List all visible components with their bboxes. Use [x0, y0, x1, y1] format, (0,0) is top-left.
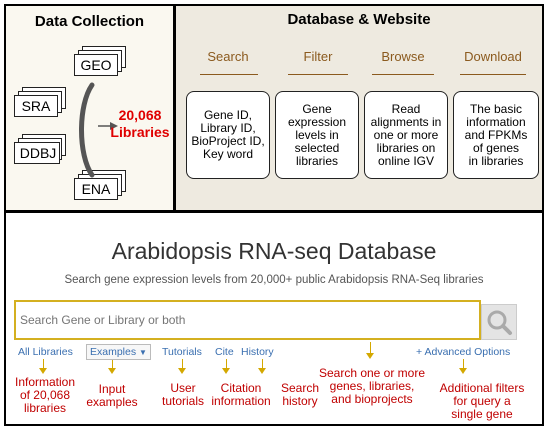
library-count-value: 20,068 — [118, 107, 162, 123]
feature-download-label: Download — [464, 49, 522, 64]
browse-desc-line: alignments in — [370, 114, 442, 129]
arrow-line — [262, 359, 263, 369]
panel-divider-horizontal — [4, 210, 544, 213]
feature-browse-box: Read alignments in one or more libraries… — [364, 91, 448, 179]
history-link[interactable]: History — [241, 346, 274, 358]
search-icon — [487, 310, 512, 335]
ena-label: ENA — [81, 181, 111, 197]
geo-label: GEO — [80, 57, 112, 73]
download-desc-line: information — [466, 114, 526, 129]
arrow-head-icon — [39, 368, 47, 374]
filter-desc-line: Gene — [302, 101, 332, 116]
arrow-line — [182, 359, 183, 369]
cite-link[interactable]: Cite — [215, 346, 234, 358]
examples-dropdown[interactable]: Examples ▼ — [86, 344, 151, 360]
panel-divider-vertical — [173, 4, 176, 212]
annotation-info-libraries: Information of 20,068 libraries — [6, 376, 84, 415]
ddbj-label: DDBJ — [19, 145, 57, 161]
arrow-line — [226, 359, 227, 369]
site-title: Arabidopsis RNA-seq Database — [111, 238, 437, 264]
annotation-line: Additional filters — [439, 381, 525, 395]
annotation-line: Search — [280, 381, 320, 395]
feature-search-label: Search — [207, 49, 249, 64]
annotation-line: of 20,068 — [19, 388, 71, 402]
database-website-title: Database & Website — [287, 11, 431, 28]
advanced-options-link[interactable]: + Advanced Options — [416, 346, 511, 358]
feature-search-box: Gene ID, Library ID, BioProject ID, Key … — [186, 91, 270, 179]
ddbj-doc: DDBJ — [14, 142, 60, 164]
feature-underline — [288, 74, 348, 75]
annotation-additional-filters: Additional filters for query a single ge… — [426, 382, 538, 421]
arrow-head-icon — [366, 353, 374, 359]
browse-desc-line: one or more — [373, 127, 439, 142]
data-collection-title: Data Collection — [34, 13, 145, 30]
feature-download-box: The basic information and FPKMs of genes… — [453, 91, 539, 179]
search-button[interactable] — [481, 304, 517, 340]
arrow-line — [43, 359, 44, 369]
feature-filter-box: Gene expression levels in selected libra… — [275, 91, 359, 179]
annotation-line: libraries — [23, 401, 66, 415]
arrow-line — [463, 359, 464, 369]
annotation-line: Search one or more — [318, 366, 426, 380]
annotation-line: information — [211, 394, 271, 408]
filter-desc-line: libraries — [295, 153, 338, 168]
search-desc-line: Key word — [202, 147, 253, 161]
annotation-search-more: Search one or more genes, libraries, and… — [316, 367, 428, 406]
browse-desc-line: libraries on — [376, 140, 436, 155]
annotation-line: and bioprojects — [331, 392, 413, 406]
annotation-line: tutorials — [161, 394, 205, 408]
feature-underline — [460, 74, 526, 75]
annotation-citation: Citation information — [205, 382, 277, 408]
annotation-line: User — [170, 381, 196, 395]
ena-doc: ENA — [74, 178, 118, 200]
download-desc-line: and FPKMs — [464, 127, 528, 142]
filter-desc-line: expression — [287, 114, 347, 129]
sra-label: SRA — [21, 98, 51, 114]
library-count: 20,068 Libraries — [110, 107, 170, 141]
chevron-down-icon: ▼ — [139, 348, 147, 357]
arrow-head-icon — [108, 368, 116, 374]
arrow-line — [112, 360, 113, 369]
annotation-line: Input — [98, 382, 126, 396]
download-desc-line: of genes — [472, 140, 520, 155]
site-subtitle: Search gene expression levels from 20,00… — [64, 274, 484, 286]
tutorials-link[interactable]: Tutorials — [162, 346, 202, 358]
library-count-unit: Libraries — [110, 124, 170, 140]
merge-bracket-icon — [79, 82, 118, 178]
sra-doc: SRA — [14, 95, 58, 117]
download-desc-line: in libraries — [468, 153, 524, 168]
annotation-line: Information — [14, 375, 76, 389]
annotation-search-history: Search history — [270, 382, 330, 408]
feature-browse-label: Browse — [381, 49, 425, 64]
download-desc-line: The basic — [469, 101, 522, 116]
search-desc-line: Gene ID, — [203, 108, 252, 122]
annotation-line: for query a — [453, 394, 511, 408]
feature-filter-label: Filter — [303, 49, 333, 64]
annotation-line: Citation — [220, 381, 262, 395]
all-libraries-link[interactable]: All Libraries — [18, 346, 73, 358]
filter-desc-line: levels in — [295, 127, 339, 142]
annotation-user-tutorials: User tutorials — [156, 382, 210, 408]
feature-underline — [372, 74, 434, 75]
annotation-line: history — [282, 394, 318, 408]
search-desc-line: BioProject ID, — [191, 134, 265, 148]
search-desc-line: Library ID, — [200, 121, 256, 135]
browse-desc-line: Read — [391, 101, 421, 116]
geo-doc: GEO — [74, 54, 118, 76]
feature-underline — [200, 74, 258, 75]
annotation-line: single gene — [451, 407, 513, 421]
arrow-head-icon — [459, 368, 467, 374]
browse-desc-line: online IGV — [377, 153, 435, 168]
search-input[interactable] — [14, 300, 481, 340]
examples-label: Examples — [90, 346, 137, 358]
annotation-input-examples: Input examples — [80, 383, 144, 409]
arrow-head-icon — [222, 368, 230, 374]
arrow-head-icon — [178, 368, 186, 374]
arrow-line — [370, 342, 371, 354]
filter-desc-line: selected — [294, 140, 340, 155]
annotation-line: genes, libraries, — [329, 379, 415, 393]
arrow-head-icon — [258, 368, 266, 374]
annotation-line: examples — [86, 395, 138, 409]
figure-border — [4, 4, 544, 426]
